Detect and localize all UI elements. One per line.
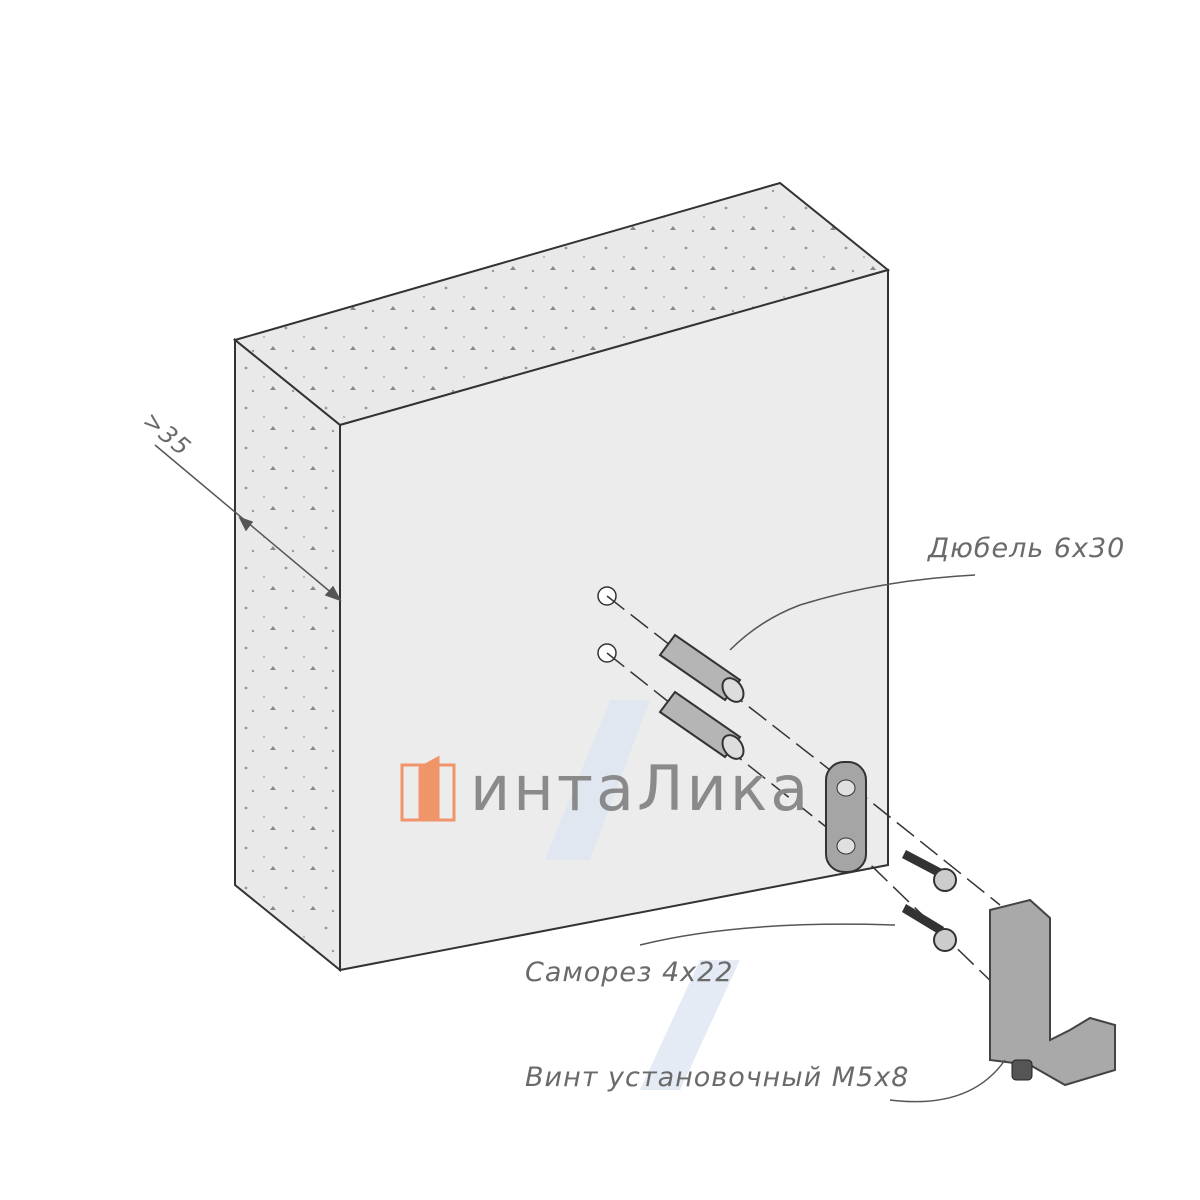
thickness-dimension	[154, 444, 342, 602]
hook	[989, 898, 1116, 1087]
set-screw	[1011, 1059, 1033, 1081]
set-screw-label: Винт установочный М5х8	[525, 1062, 910, 1093]
screw-top	[902, 850, 957, 892]
block-front-face	[339, 268, 889, 972]
mounting-plate	[825, 761, 867, 873]
watermark-logo	[545, 700, 740, 1090]
dowel-bottom	[658, 690, 745, 760]
block-side-face	[234, 337, 341, 973]
dowel-label: Дюбель 6х30	[928, 533, 1126, 564]
dowel-top	[658, 633, 745, 703]
logo-icon	[400, 755, 456, 822]
leader-lines	[639, 574, 1006, 1103]
screw-label: Саморез 4х22	[525, 957, 734, 988]
screw-bottom	[902, 904, 957, 952]
logo-text: интаЛика	[470, 752, 812, 825]
